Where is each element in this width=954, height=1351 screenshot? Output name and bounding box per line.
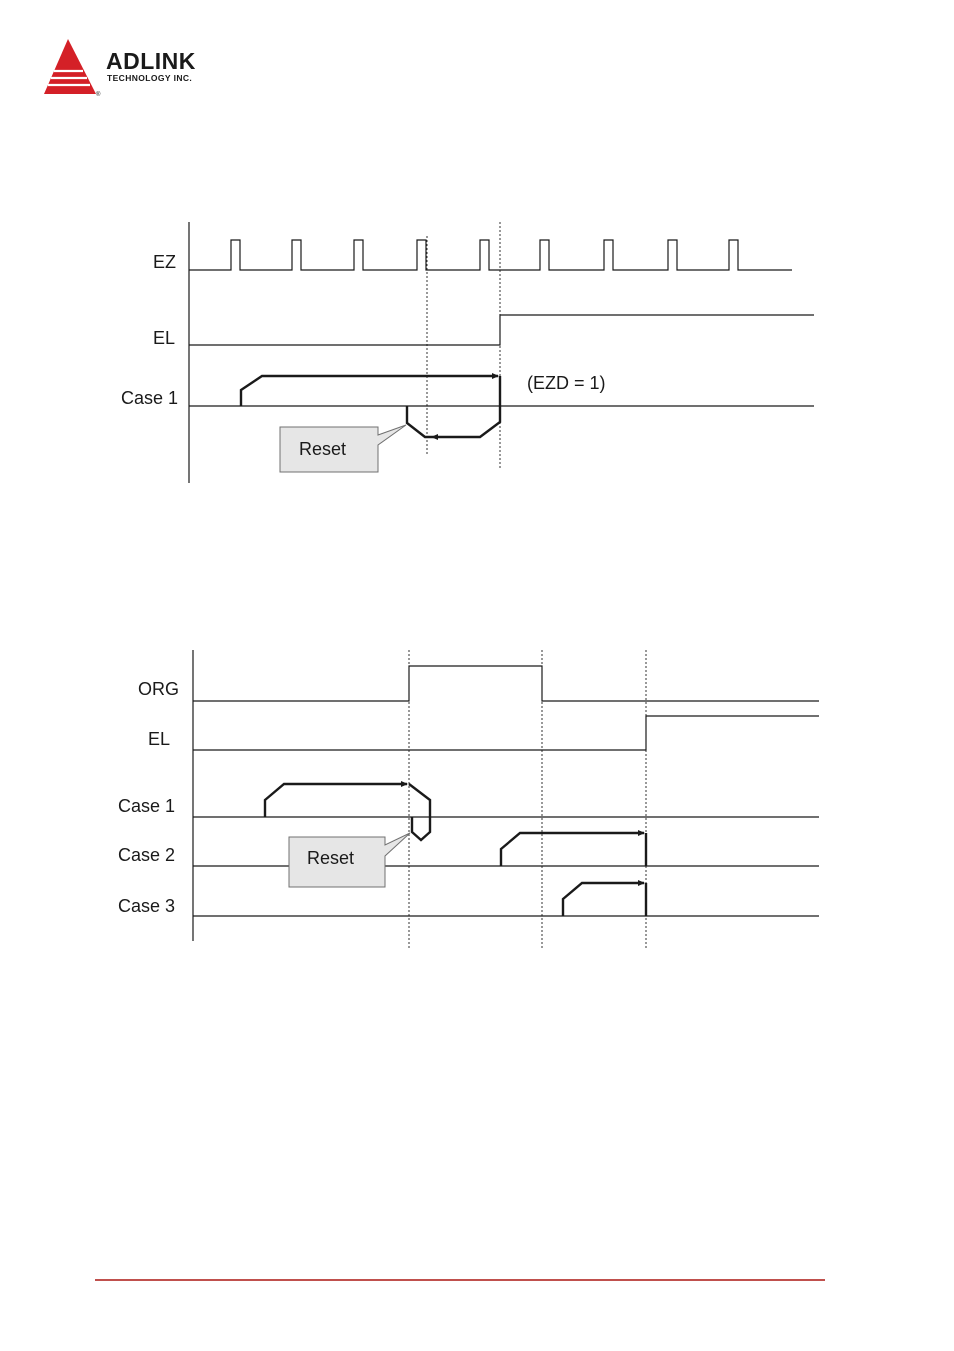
signal-label-case1: Case 1 [121,388,178,408]
footer-divider [95,1279,825,1281]
reset-callout-1: Reset [280,425,406,472]
ezd-annotation: (EZD = 1) [527,373,606,393]
timing-diagram-org-el: ORG EL Case 1 Case 2 Case 3 [118,650,819,950]
signal-label-org: ORG [138,679,179,699]
signal-label-el: EL [153,328,175,348]
org-signal-waveform [193,666,819,701]
reset-label-2: Reset [307,848,354,868]
case1-motion-path-2 [265,784,407,817]
el-signal-waveform [189,315,814,345]
case3-motion-path [563,883,644,916]
case1-reset-path [407,406,432,437]
signal-label-case1-2: Case 1 [118,796,175,816]
case1-motion-path [241,376,498,406]
reset-callout-2: Reset [289,833,410,887]
timing-diagram-ez-el: EZ EL Case 1 Reset (EZD = 1) [121,222,814,483]
reset-label-1: Reset [299,439,346,459]
signal-label-case3: Case 3 [118,896,175,916]
signal-label-ez: EZ [153,252,176,272]
case2-motion-path [501,833,644,866]
signal-label-case2: Case 2 [118,845,175,865]
el-signal-waveform-2 [193,716,819,750]
ez-signal-waveform [189,240,792,270]
signal-label-el-2: EL [148,729,170,749]
case1-return-path-2 [409,784,430,840]
